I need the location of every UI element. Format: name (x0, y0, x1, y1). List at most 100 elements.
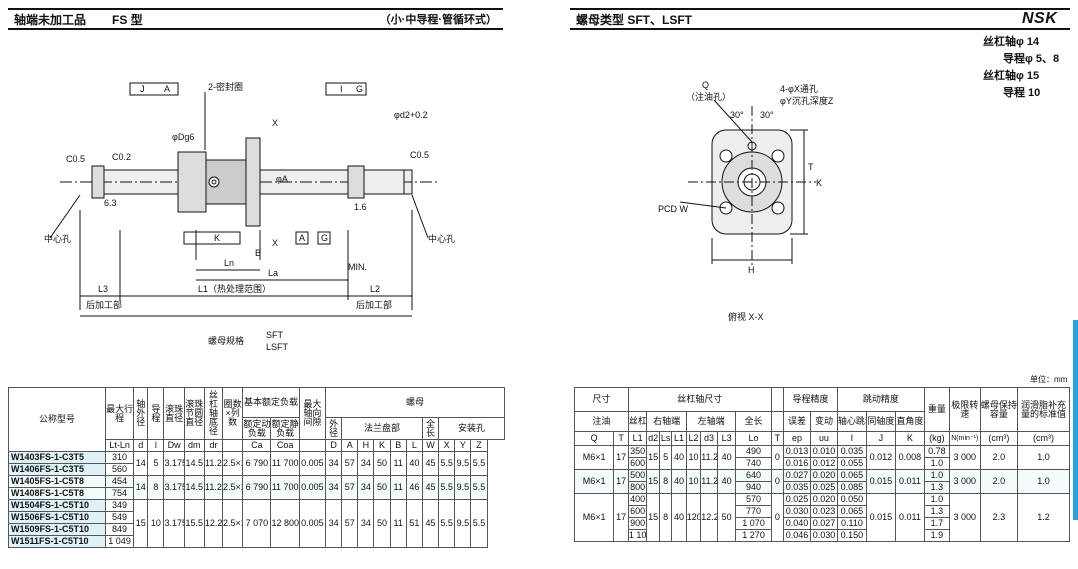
cell-speed: 3 000 (948, 493, 981, 542)
rsym-4: Ls (658, 431, 673, 446)
cell-Y: 9.5 (454, 499, 472, 548)
sym-9 (298, 439, 327, 452)
cell-dr: 11.2 (203, 451, 224, 476)
rth-speed-unit: N(min⁻¹) (948, 431, 981, 446)
rth-grease: 润滑脂补充量的标准值 (1017, 387, 1070, 432)
rth-kg: (kg) (923, 431, 950, 446)
cell-n: 2.5×1 (222, 475, 244, 500)
cell-K: 50 (373, 451, 391, 476)
rth-cap: 螺母保持容量 (979, 387, 1019, 432)
dim-B: B (255, 248, 261, 258)
rsym-2: L1 (627, 431, 648, 446)
rth-weight: 重量 (923, 387, 950, 432)
rth-right-end: 右轴端 (646, 411, 687, 432)
section-X-top: X (272, 118, 278, 128)
cell-dm: 14.5 (183, 451, 205, 476)
cell-Q: M6×1 (573, 469, 615, 494)
cell-T: 17 (613, 493, 629, 542)
cell-d3: 11.2 (700, 445, 718, 470)
cell-Q: M6×1 (573, 493, 615, 542)
cell-W: 45 (421, 499, 440, 548)
cell-A: 57 (341, 475, 359, 500)
sym-4: dm (183, 439, 205, 452)
th-flange: 法兰盘部 (341, 417, 423, 440)
cell-ax: 0.005 (298, 475, 327, 500)
cell-B: 11 (389, 475, 407, 500)
sym-16: W (421, 439, 440, 452)
rsym-12: υu (810, 431, 838, 446)
rth-total: 全长 (735, 411, 772, 432)
ref-I: I (340, 84, 343, 94)
cell-dm: 14.5 (183, 475, 205, 500)
cell-d3: 12.2 (700, 493, 718, 542)
cell-Tz: 0 (770, 469, 785, 494)
cell-L: 40 (405, 451, 423, 476)
sym-11: A (341, 439, 359, 452)
nut-spec-2: LSFT (266, 342, 289, 352)
cell-ep: 0.027 (783, 469, 811, 482)
sym-12: H (357, 439, 375, 452)
th-outer: 外径 (325, 417, 343, 440)
left-type: FS 型 (112, 12, 143, 27)
sym-10: D (325, 439, 343, 452)
th-shaft-dia: 轴外径 (133, 387, 149, 440)
rth-heat: 丝杠部 (627, 411, 648, 432)
cell-Z: 5.5 (470, 499, 488, 548)
screw-shaft-drawing: 2-密封圈 J A I G K A G C0.5 C0.2 C0.5 6.3 1… (44, 81, 455, 352)
ref-A2: A (299, 233, 305, 243)
rsym-14: J (865, 431, 896, 446)
sym-15: L (405, 439, 423, 452)
cell-vu: 0.027 (810, 517, 838, 530)
center-hole-right: 中心孔 (428, 233, 455, 244)
model-cell: W1506FS-1-C5T10 (8, 511, 106, 524)
cell-T: 17 (613, 469, 629, 494)
cell-B: 11 (389, 499, 407, 548)
th-mount: 安装孔 (438, 417, 505, 440)
dim-6-3: 6.3 (104, 198, 117, 208)
cell-ep: 0.030 (783, 505, 811, 518)
cell-Q: M6×1 (573, 445, 615, 470)
cell-L1b: 40 (671, 493, 687, 542)
cell-speed: 3 000 (948, 445, 981, 470)
cell-B: 11 (389, 451, 407, 476)
ref-G: G (356, 84, 363, 94)
cell-I: 0.050 (836, 493, 867, 506)
nut-spec-1: SFT (266, 330, 284, 340)
cell-H: 34 (357, 475, 375, 500)
rsym-11: ep (783, 431, 811, 446)
nut-section-drawing: Q （注油孔） 4-φX通孔 φY沉孔深度Z 30° 30° PCD W T K… (658, 80, 834, 322)
cell-l: 5 (147, 451, 165, 476)
th-sta: 额定静负载 (270, 417, 300, 440)
cell-L1: 600 (627, 457, 648, 470)
th-ball: 滚珠直径 (163, 387, 185, 440)
cell-L1: 800 (627, 481, 648, 494)
cell-dm: 15.5 (183, 499, 205, 548)
cell-Ls: 5 (658, 445, 673, 470)
cell-I: 0.035 (836, 445, 867, 458)
cell-L1b: 40 (671, 445, 687, 470)
stroke-cell: 1 049 (104, 535, 135, 548)
cell-cap: 2.0 (979, 445, 1019, 470)
rsym-5: L1 (671, 431, 687, 446)
model-cell: W1504FS-1-C5T10 (8, 499, 106, 512)
cell-speed: 3 000 (948, 469, 981, 494)
cell-A: 57 (341, 451, 359, 476)
rear-right: 后加工部 (356, 299, 392, 310)
cell-l: 10 (147, 499, 165, 548)
cell-vu: 0.010 (810, 445, 838, 458)
dim-Dg6: φDg6 (172, 132, 194, 142)
cell-Tz: 0 (770, 493, 785, 542)
cell-I: 0.055 (836, 457, 867, 470)
rth-error: 误差 (783, 411, 811, 432)
cell-vu: 0.012 (810, 457, 838, 470)
cell-l: 8 (147, 475, 165, 500)
cell-Z: 5.5 (470, 451, 488, 476)
table-row: W1504FS-1-C5T1034915103.17515.512.22.5×1… (8, 499, 505, 548)
rth-size: 尺寸 (574, 387, 629, 412)
cell-Tz: 0 (770, 445, 785, 470)
